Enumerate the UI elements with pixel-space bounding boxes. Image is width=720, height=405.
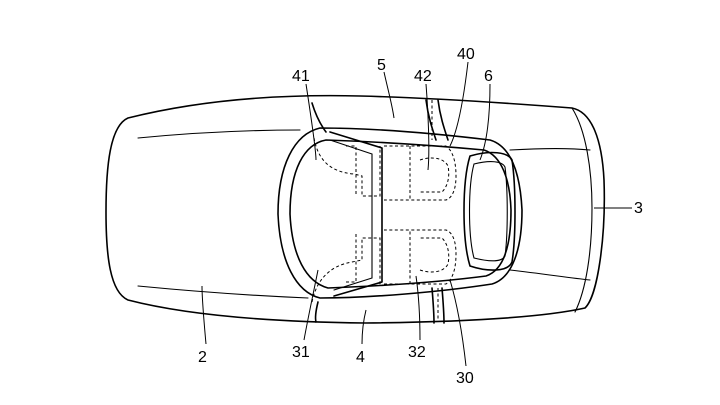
reference-numerals: 41 5 42 40 6 3 2 31 4 32 30 — [198, 46, 643, 387]
seat-42-cushion — [419, 157, 450, 193]
ref-2: 2 — [198, 349, 207, 366]
hood-window-outer — [463, 151, 516, 271]
seat-31-back — [346, 234, 357, 283]
door-top-rear-edge — [311, 102, 327, 133]
body-outline — [105, 94, 606, 324]
leader-4 — [361, 309, 367, 345]
seat-41-back — [346, 145, 357, 196]
leader-32 — [415, 275, 421, 341]
seat-42 — [384, 145, 457, 201]
ref-31: 31 — [292, 344, 310, 361]
cabin-outer — [277, 127, 523, 299]
seat-32 — [384, 229, 457, 285]
leader-30 — [449, 279, 467, 367]
windshield-frame — [329, 131, 383, 297]
ref-32: 32 — [408, 344, 426, 361]
leader-41 — [305, 83, 317, 161]
cabin — [277, 127, 523, 299]
seats — [311, 100, 457, 322]
leader-6 — [479, 83, 491, 161]
leader-31 — [303, 269, 319, 341]
ref-4: 4 — [356, 349, 365, 366]
hood-window — [463, 151, 516, 271]
cabin-inner — [289, 139, 512, 289]
ref-41: 41 — [292, 68, 310, 85]
leader-42 — [425, 83, 430, 171]
ref-6: 6 — [484, 68, 493, 85]
leader-2 — [201, 285, 207, 345]
seat-41 — [313, 137, 381, 197]
leader-40 — [449, 61, 469, 147]
seat-32-cushion — [419, 237, 450, 273]
ref-5: 5 — [377, 57, 386, 74]
door-bottom-front-edge-2 — [441, 287, 445, 324]
leader-5 — [383, 71, 395, 119]
ref-30: 30 — [456, 370, 474, 387]
windshield-frame-inner — [329, 139, 373, 291]
front-crease-top — [509, 147, 591, 151]
door-top-front-edge — [425, 99, 437, 141]
ref-40: 40 — [457, 46, 475, 63]
front-crease-bottom — [509, 269, 591, 281]
ref-3: 3 — [634, 200, 643, 217]
ref-42: 42 — [414, 68, 432, 85]
door-bottom-front-edge — [431, 287, 435, 324]
hood-window-inner — [468, 161, 508, 262]
leader-lines — [201, 61, 632, 367]
rear-crease-top — [137, 129, 301, 139]
rear-crease-bottom — [137, 285, 309, 299]
front-edge-line — [571, 107, 593, 313]
door-bottom-rear-edge — [314, 301, 319, 323]
door-top-front-edge-2 — [437, 99, 449, 141]
vehicle-body — [105, 94, 606, 324]
